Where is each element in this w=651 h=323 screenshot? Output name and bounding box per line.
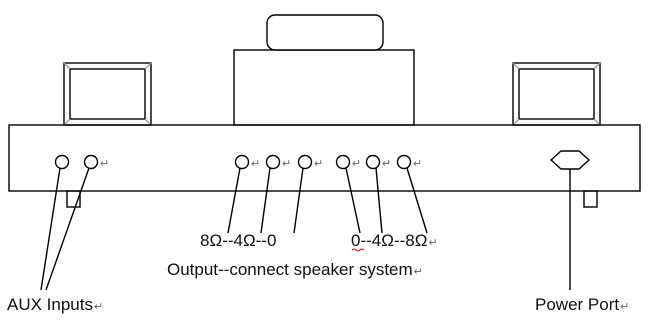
power-port-label: Power Port↵ xyxy=(535,295,630,314)
aux-jack-2 xyxy=(83,154,99,170)
return-mark: ↵ xyxy=(94,301,104,313)
return-mark: ↵ xyxy=(413,266,423,278)
output-jack-0-left xyxy=(297,154,313,170)
return-mark: ↵ xyxy=(382,158,391,170)
output-jack-0-right xyxy=(335,154,351,170)
right-foot xyxy=(583,190,598,208)
right-impedance-label: 0--4Ω--8Ω↵ xyxy=(351,231,438,250)
return-mark: ↵ xyxy=(428,237,438,249)
return-mark: ↵ xyxy=(620,301,630,313)
return-mark: ↵ xyxy=(251,158,260,170)
transformer-housing xyxy=(233,49,415,126)
output-jack-4ohm-left xyxy=(265,154,281,170)
transformer-handle xyxy=(266,14,384,51)
return-mark: ↵ xyxy=(352,158,361,170)
return-mark: ↵ xyxy=(314,158,323,170)
output-caption: Output--connect speaker system↵ xyxy=(167,260,423,279)
chassis xyxy=(8,124,641,192)
output-jack-8ohm-left xyxy=(234,154,250,170)
return-mark: ↵ xyxy=(282,158,291,170)
return-mark: ↵ xyxy=(100,158,109,170)
right-meter-window xyxy=(512,62,601,126)
output-jack-4ohm-right xyxy=(365,154,381,170)
aux-inputs-label: AUX Inputs↵ xyxy=(7,295,104,314)
left-impedance-label: 8Ω--4Ω--0 xyxy=(200,231,277,250)
spellcheck-underline xyxy=(351,248,365,252)
output-jack-8ohm-right xyxy=(396,154,412,170)
power-port xyxy=(549,150,591,170)
aux-jack-1 xyxy=(54,154,70,170)
left-foot xyxy=(66,190,81,208)
return-mark: ↵ xyxy=(413,158,422,170)
left-meter-window xyxy=(63,62,152,126)
